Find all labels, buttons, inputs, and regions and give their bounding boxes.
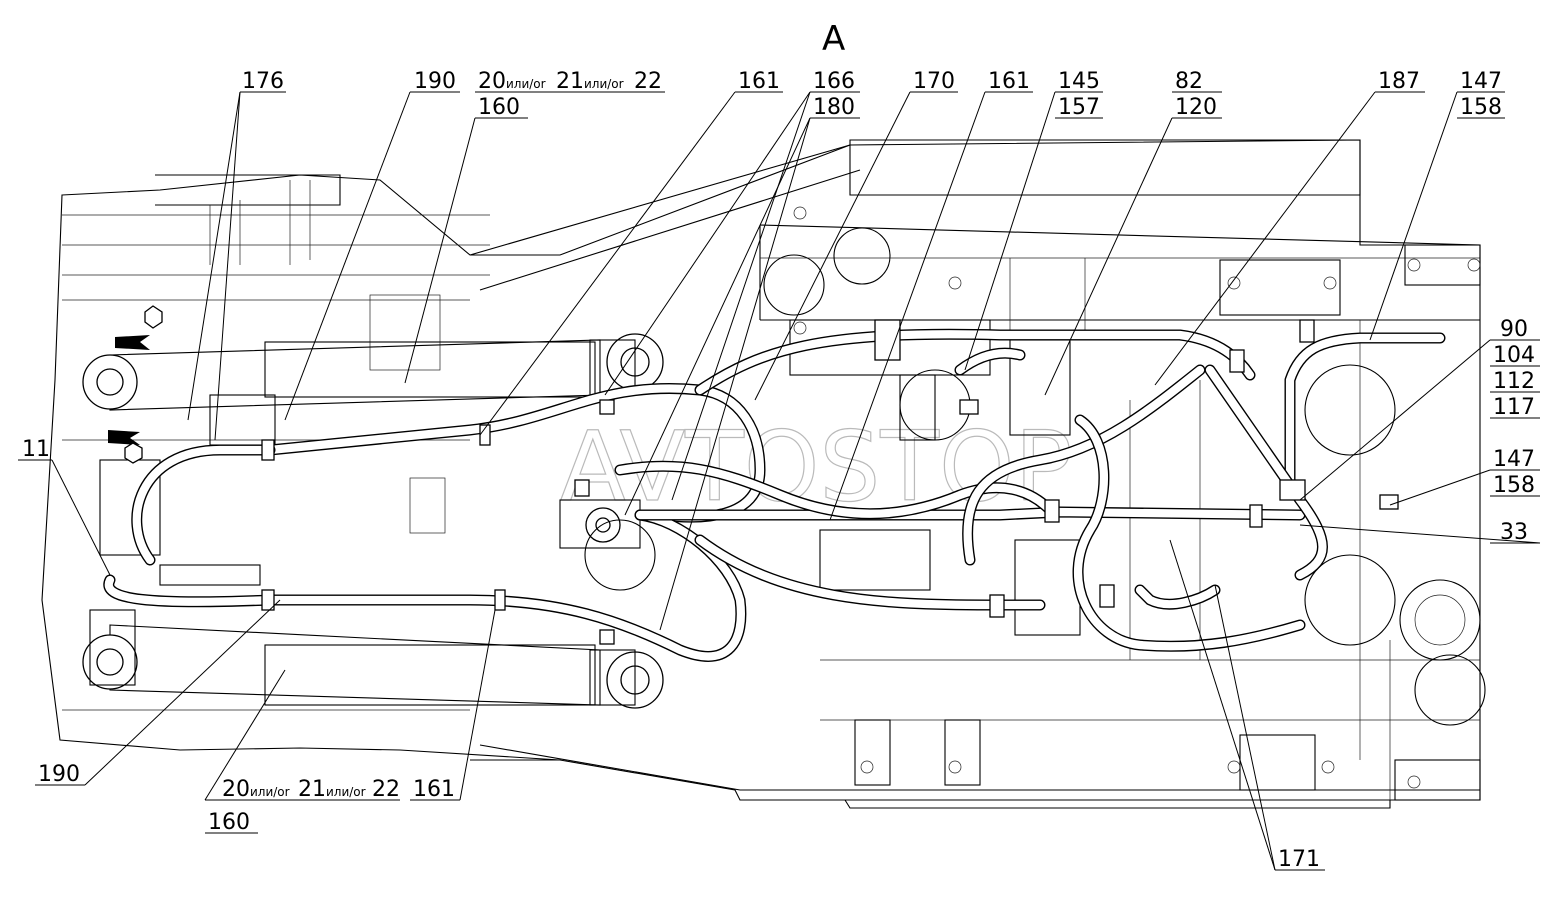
callout-147-top: 147 [1460, 69, 1502, 94]
callout-145: 145 [1058, 69, 1100, 94]
callout-147-mid: 147 [1493, 447, 1535, 472]
direction-arrows [108, 305, 163, 464]
callout-33: 33 [1500, 520, 1528, 545]
callout-180: 180 [813, 95, 855, 120]
callout-82: 82 [1175, 69, 1203, 94]
left-valve-block [99, 394, 276, 586]
hose-fittings [261, 319, 1399, 645]
callout-11: 11 [22, 437, 50, 462]
upper-steering-cylinder [82, 333, 664, 411]
callout-187: 187 [1378, 69, 1420, 94]
callout-labels: 176 190 20 или/or 21 или/or 22 160 161 1… [22, 69, 1535, 872]
callout-161-bottom: 161 [413, 777, 455, 802]
callout-20-top: 20 [478, 69, 506, 94]
callout-alt-bottom-2: или/or [326, 785, 366, 799]
callout-22-bottom: 22 [372, 777, 400, 802]
callout-20-bottom: 20 [222, 777, 250, 802]
callout-166: 166 [813, 69, 855, 94]
callout-117: 117 [1493, 395, 1535, 420]
callout-190-top: 190 [414, 69, 456, 94]
callout-21-bottom: 21 [298, 777, 326, 802]
callout-160-top: 160 [478, 95, 520, 120]
leader-lines [18, 91, 1541, 871]
callout-104: 104 [1493, 343, 1535, 368]
frame-structure [41, 139, 1486, 809]
callout-alt-bottom-1: или/or [250, 785, 290, 799]
callout-190-bottom: 190 [38, 762, 80, 787]
callout-170: 170 [913, 69, 955, 94]
lower-steering-cylinder [82, 609, 664, 709]
callout-90: 90 [1500, 317, 1528, 342]
callout-157: 157 [1058, 95, 1100, 120]
callout-158-mid: 158 [1493, 473, 1535, 498]
callout-112: 112 [1493, 369, 1535, 394]
callout-161-b: 161 [988, 69, 1030, 94]
callout-171: 171 [1278, 847, 1320, 872]
callout-161-a: 161 [738, 69, 780, 94]
callout-alt-top-1: или/or [506, 77, 546, 91]
callout-160-bottom: 160 [208, 810, 250, 835]
callout-158-top: 158 [1460, 95, 1502, 120]
callout-22-top: 22 [634, 69, 662, 94]
hydraulic-hoses [103, 328, 1446, 662]
callout-120: 120 [1175, 95, 1217, 120]
view-letter: A [822, 19, 845, 59]
steering-valve-unit [559, 499, 656, 591]
callout-176: 176 [242, 69, 284, 94]
callout-alt-top-2: или/or [584, 77, 624, 91]
callout-21-top: 21 [556, 69, 584, 94]
